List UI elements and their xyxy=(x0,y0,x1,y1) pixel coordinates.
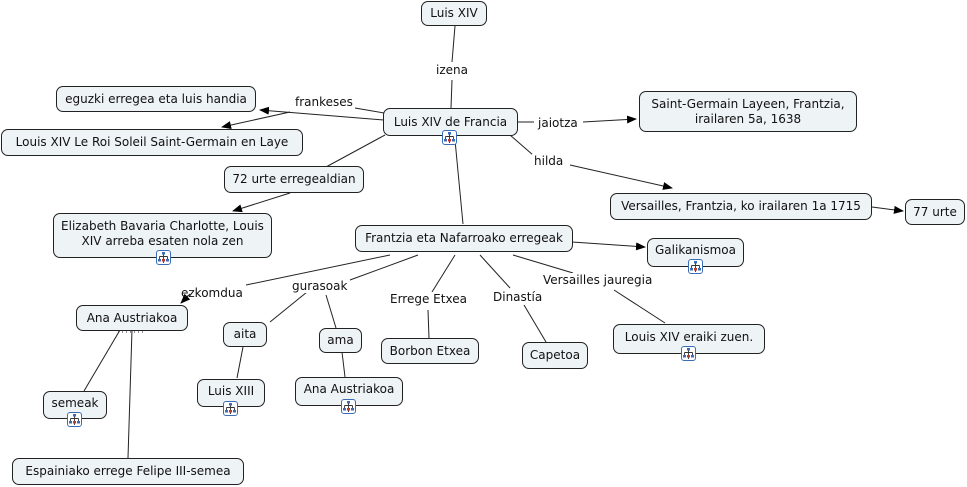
link-label-ezkomdua[interactable]: ezkomdua xyxy=(181,286,243,300)
line-francia-frantzia xyxy=(454,139,464,225)
concept-label: semeak xyxy=(51,395,99,410)
concept-label: Luis XIV xyxy=(430,6,478,20)
submap-icon[interactable] xyxy=(681,346,696,361)
submap-icon[interactable] xyxy=(223,401,238,416)
concept-ana-austriakoa-wife[interactable]: Ana Austriakoa xyxy=(76,305,188,331)
link-label-jaiotza[interactable]: jaiotza xyxy=(536,116,580,130)
line-erregeetxea-out xyxy=(427,309,430,339)
link-label-versailles-jauregia[interactable]: Versailles jauregia xyxy=(541,273,655,287)
line-ama-ana xyxy=(341,351,346,378)
concept-label: Galikanismoa xyxy=(655,243,736,257)
concept-label: 72 urte erregealdian xyxy=(232,172,356,186)
submap-icon[interactable] xyxy=(341,399,356,414)
concept-label: Frantzia eta Nafarroako erregeak xyxy=(365,231,563,245)
line-izena-top xyxy=(451,25,456,63)
line-77urte xyxy=(871,205,904,214)
concept-72-urte[interactable]: 72 urte erregealdian xyxy=(224,166,364,193)
concept-eraiki-zuen[interactable]: Louis XIV eraiki zuen. xyxy=(613,324,765,354)
link-label-dinastia[interactable]: Dinastía xyxy=(491,290,545,304)
link-label-gurasoak[interactable]: gurasoak xyxy=(290,279,350,293)
line-hilda-out xyxy=(569,164,673,190)
link-label-frankeses[interactable]: frankeses xyxy=(293,95,355,109)
line-ana-felipe xyxy=(127,329,133,459)
concept-label: Borbon Etxea xyxy=(389,343,471,358)
line-jauregia-out xyxy=(613,289,666,324)
concept-aita[interactable]: aita xyxy=(223,322,267,347)
line-galikanismoa xyxy=(571,241,646,251)
submap-icon[interactable] xyxy=(442,130,457,145)
submap-icon[interactable] xyxy=(156,250,171,265)
concept-le-roi-soleil[interactable]: Louis XIV Le Roi Soleil Saint-Germain en… xyxy=(1,129,303,156)
link-label-hilda[interactable]: hilda xyxy=(532,154,566,168)
line-ana-semeak xyxy=(83,329,121,392)
concept-label: Saint-Germain Layeen, Frantzia, irailare… xyxy=(651,96,845,126)
concept-ama[interactable]: ama xyxy=(319,328,362,353)
concept-label: Versailles, Frantzia, ko irailaren 1a 17… xyxy=(621,199,861,213)
concept-felipe-iii[interactable]: Espainiako errege Felipe III-semea xyxy=(12,458,244,485)
submap-icon[interactable] xyxy=(688,259,703,274)
concept-label: Elizabeth Bavaria Charlotte, Louis XIV a… xyxy=(61,218,264,248)
concept-versailles[interactable]: Versailles, Frantzia, ko irailaren 1a 17… xyxy=(610,193,872,220)
concept-label: Capetoa xyxy=(529,348,581,362)
submap-icon[interactable] xyxy=(67,412,82,427)
line-frankeses-in xyxy=(354,107,385,114)
concept-label: Luis XIII xyxy=(207,383,255,398)
line-ezkomdua-out xyxy=(180,293,191,304)
line-frankeses-a xyxy=(259,106,385,121)
link-label-errege-etxea[interactable]: Errege Etxea xyxy=(388,292,469,306)
concept-77-urte[interactable]: 77 urte xyxy=(905,199,965,225)
line-gurasoak-ama xyxy=(325,294,337,329)
concept-label: Louis XIV Le Roi Soleil Saint-Germain en… xyxy=(15,135,289,149)
concept-saint-germain[interactable]: Saint-Germain Layeen, Frantzia, irailare… xyxy=(639,91,857,132)
line-72urte-out xyxy=(232,192,291,213)
line-dinastia-in xyxy=(479,254,511,289)
line-hilda-in xyxy=(509,134,534,156)
line-aita-luisxiii xyxy=(236,346,244,379)
line-frankeses-b xyxy=(221,111,291,129)
concept-eguzki-erregea[interactable]: eguzki erregea eta luis handia xyxy=(56,86,256,112)
line-72urte xyxy=(325,134,386,168)
line-erregeetxea-in xyxy=(431,254,456,293)
concept-label: aita xyxy=(233,327,257,341)
concept-capetoa[interactable]: Capetoa xyxy=(522,342,588,369)
concept-borbon-etxea[interactable]: Borbon Etxea xyxy=(381,338,479,364)
concept-label: Espainiako errege Felipe III-semea xyxy=(25,464,231,478)
concept-label: ama xyxy=(327,333,354,347)
line-dinastia-out xyxy=(523,304,547,343)
link-label-izena[interactable]: izena xyxy=(434,63,470,77)
concept-label: Ana Austriakoa xyxy=(86,310,178,325)
line-izena-bottom xyxy=(450,79,453,109)
line-gurasoak-in xyxy=(349,254,419,281)
line-gurasoak-aita xyxy=(269,291,308,323)
concept-label: eguzki erregea eta luis handia xyxy=(65,91,247,106)
line-jaiotza-out xyxy=(582,115,637,124)
concept-label: 77 urte xyxy=(913,204,957,219)
concept-frantzia-nafarroa[interactable]: Frantzia eta Nafarroako erregeak xyxy=(355,225,573,252)
concept-label: Louis XIV eraiki zuen. xyxy=(624,329,754,344)
line-jauregia-in xyxy=(512,254,574,274)
concept-label: Luis XIV de Francia xyxy=(393,114,508,129)
concept-luis-xiv[interactable]: Luis XIV xyxy=(421,1,487,26)
line-ezkomdua-in xyxy=(245,254,391,286)
concept-label: Ana Austriakoa xyxy=(303,382,395,396)
